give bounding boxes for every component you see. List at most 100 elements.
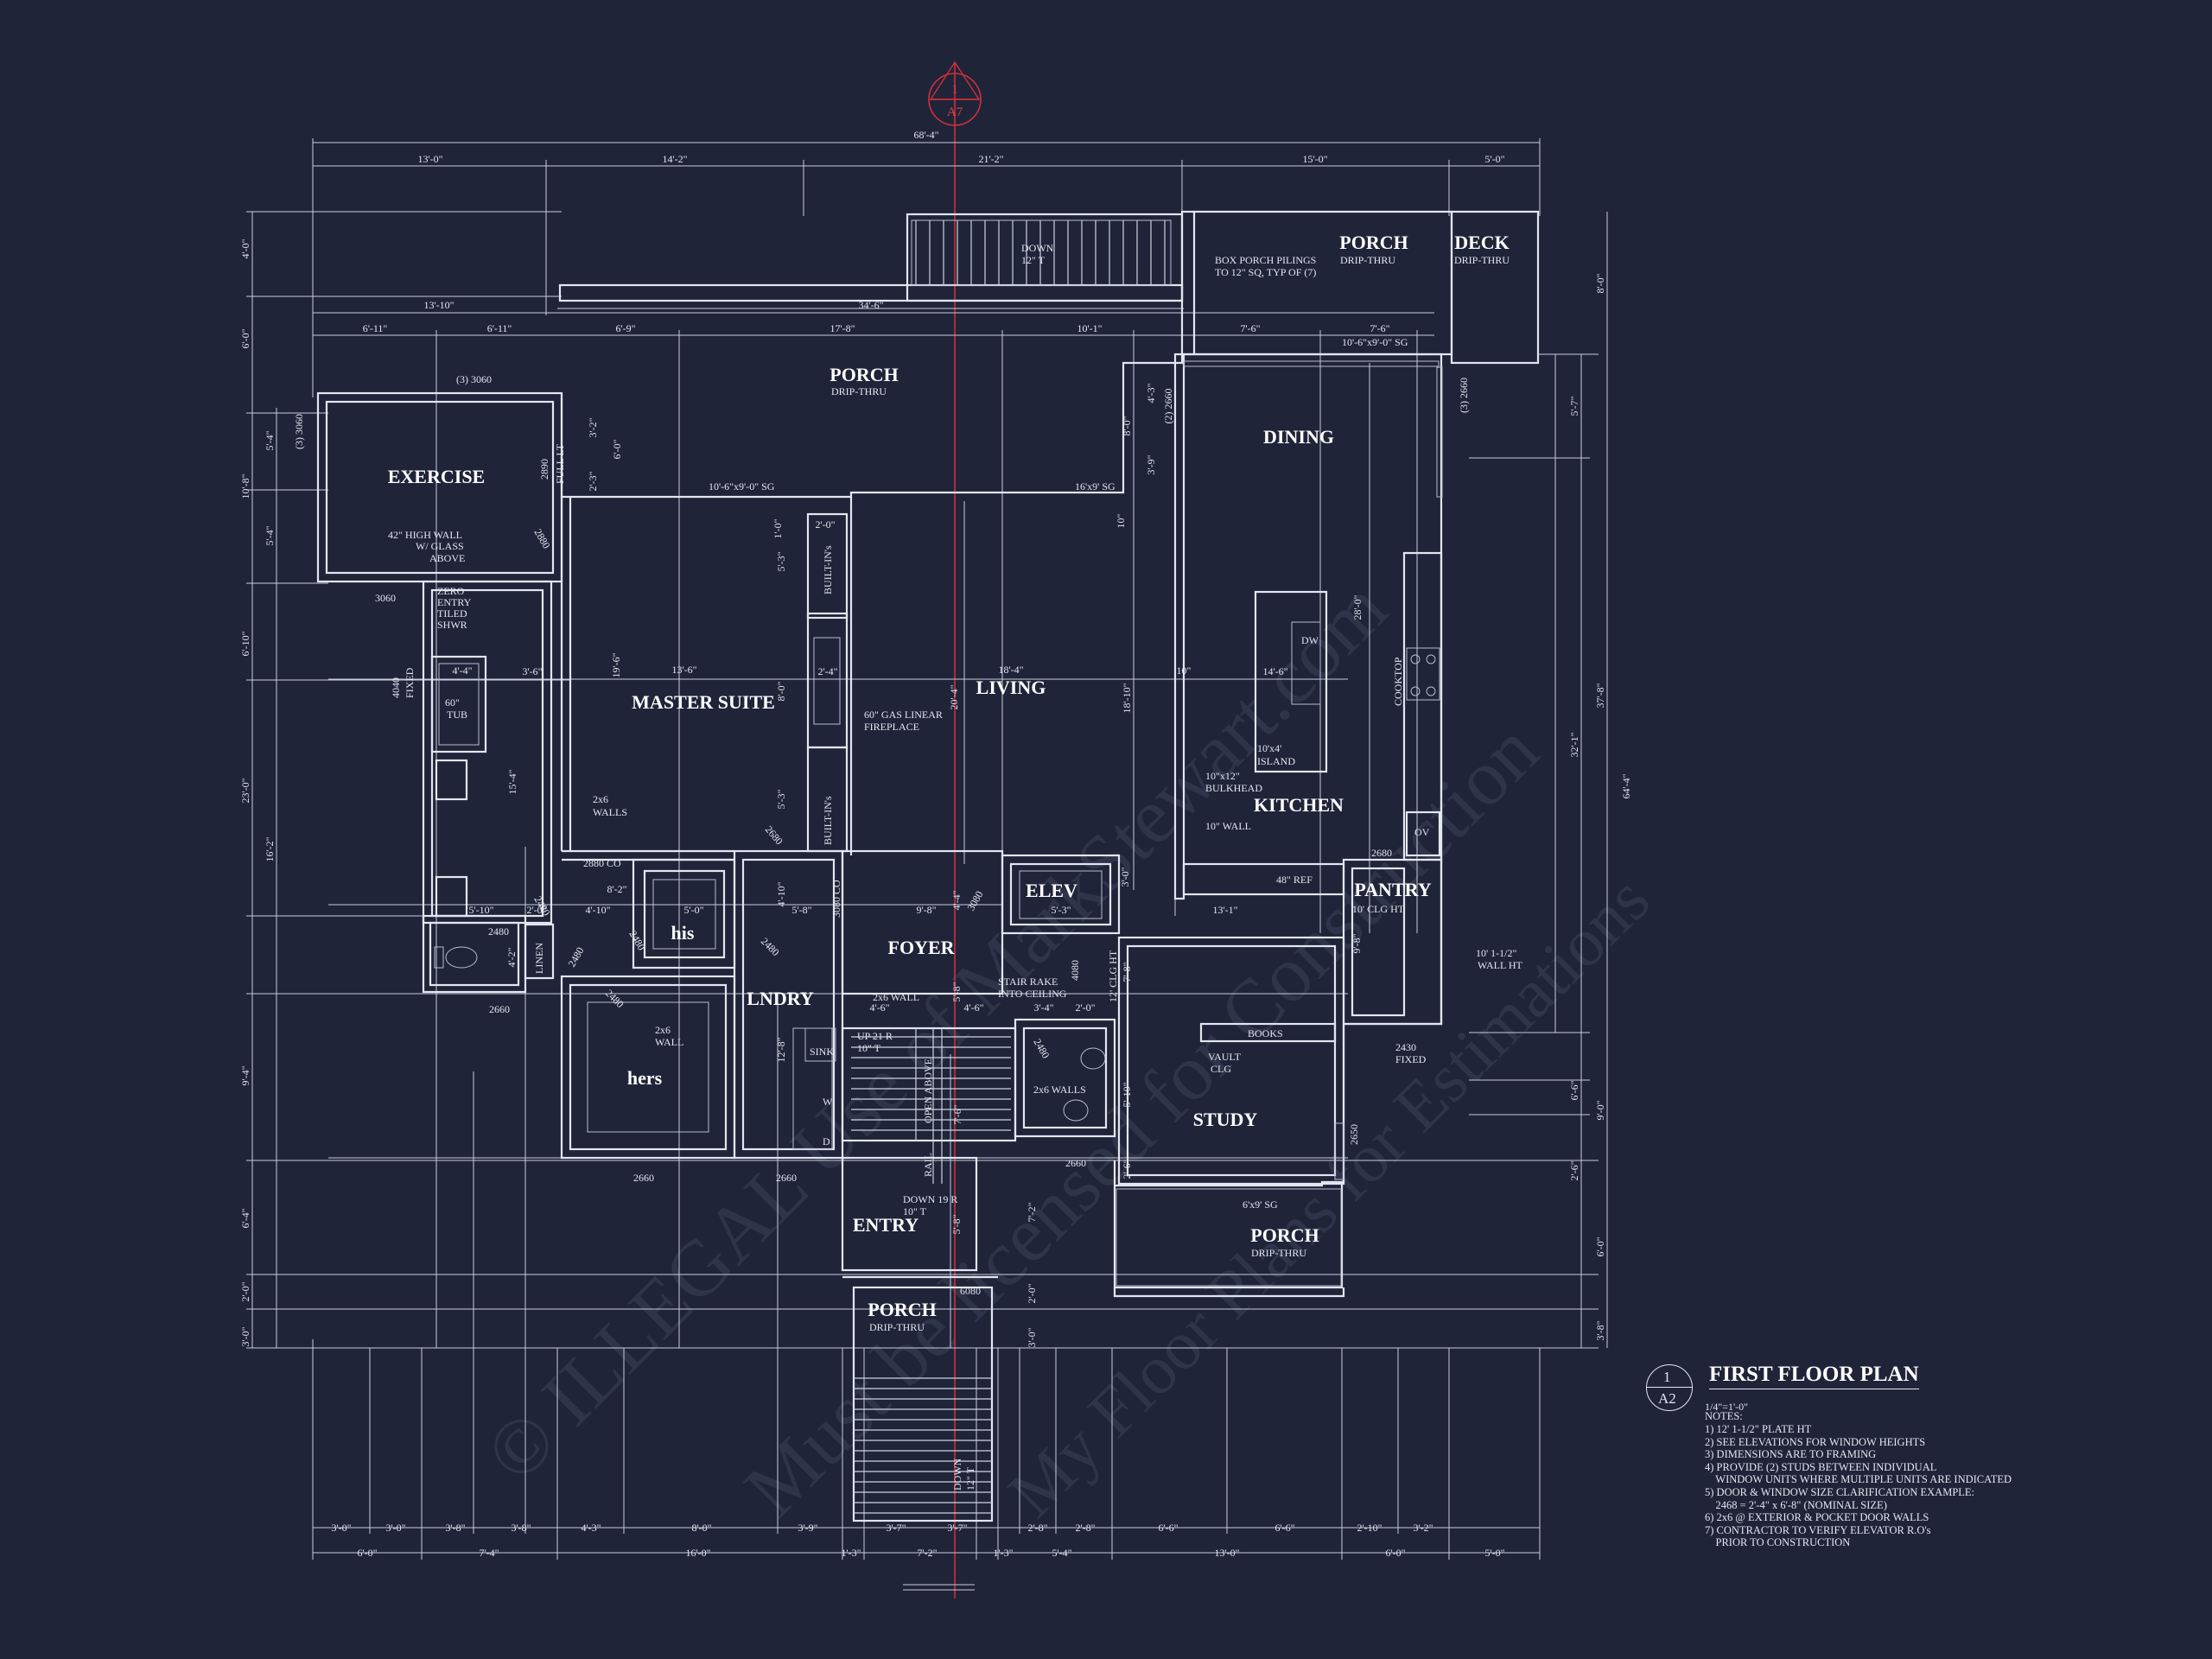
label-bulkhead-2: BULKHEAD (1205, 782, 1262, 794)
dim-his-510: 5'-10" (468, 904, 493, 916)
dim-lv-53b: 5'-3" (775, 789, 787, 809)
room-lndry: LNDRY (747, 988, 814, 1009)
label-vault-2: CLG (1211, 1063, 1231, 1075)
label-42-high-wall-2: W/ GLASS (416, 540, 464, 552)
label-open-above: OPEN ABOVE (922, 1058, 934, 1123)
room-porch-top-right: PORCH (1339, 232, 1408, 253)
label-down-12t-b: 12" T (1021, 254, 1046, 266)
walls (316, 210, 1540, 1522)
room-pantry-sub: 10' CLG HT (1352, 903, 1405, 915)
dim-bottom1-6: 8'-0" (691, 1522, 711, 1534)
dim-st-510: 5'-10" (1121, 1082, 1133, 1107)
room-foyer: FOYER (888, 937, 956, 958)
label-window-2660-b: 2660 (633, 1172, 654, 1184)
dim-bottom2-3: 16'-0" (685, 1547, 710, 1559)
room-porch-study: PORCH (1250, 1224, 1319, 1246)
detail-sheet: A2 (1658, 1390, 1676, 1407)
label-door-2480-e: 2480 (603, 987, 626, 1010)
room-deck: DECK (1454, 232, 1510, 253)
dim-left-9: 3'-0" (239, 1326, 251, 1346)
label-books: BOOKS (1248, 1027, 1283, 1039)
label-2x6-walls-2: WALLS (593, 806, 627, 818)
label-down-12t: DOWN (1021, 242, 1054, 254)
label-ov: OV (1414, 826, 1430, 838)
label-tub-1: 60" (445, 696, 460, 709)
label-42-high-wall-1: 42" HIGH WALL (388, 529, 462, 541)
dim-lv-204: 20'-4" (948, 684, 960, 709)
dim-top-1: 13'-0" (417, 153, 442, 165)
dim-left-inner-1: 5'-4" (264, 430, 276, 450)
dim-en-58: 5'-8" (950, 1214, 963, 1234)
dim-right-mid-2: 28'-0" (1351, 594, 1363, 620)
label-door-2480-d: 2480 (565, 945, 586, 969)
dim-ex-60: 6'-0" (611, 439, 623, 459)
dim-his-20: 2'-0" (526, 904, 546, 916)
room-study: STUDY (1193, 1109, 1258, 1130)
label-vault-1: VAULT (1208, 1051, 1242, 1063)
dim-bottom2-8: 13'-0" (1214, 1547, 1239, 1559)
label-window-2660-d: 2660 (1065, 1157, 1086, 1169)
label-window-3060: 3060 (375, 592, 396, 604)
drawing-scale: 1/4"=1'-0" (1705, 1401, 1749, 1413)
label-co-2880: 2880 CO (583, 857, 621, 869)
dimension-lines (246, 138, 1608, 1560)
dim-k-146: 14'-6" (1262, 665, 1287, 677)
dim-bottom2-1: 6'-0" (357, 1547, 377, 1559)
dim-overall-top: 68'-4" (913, 129, 938, 141)
dim-34-6: 34'-6" (858, 299, 883, 311)
room-labels: PORCH DRIP-THRU DECK DRIP-THRU PORCH DRI… (388, 232, 1510, 1333)
dim-his-82: 8'-2" (607, 883, 626, 895)
label-up-21r-1: UP 21 R (857, 1030, 893, 1042)
dim-k-10b: 10" (1115, 513, 1127, 528)
label-2430: 2430 (1395, 1041, 1416, 1053)
room-living: LIVING (976, 677, 1046, 698)
dim-left-4: 6'-10" (239, 631, 251, 656)
dim-right-inner-2: 37'-8" (1594, 683, 1606, 708)
dim-lv-53: 5'-3" (775, 551, 787, 571)
detail-bubble-divider (1646, 1387, 1693, 1388)
dim-left-5: 23'-0" (239, 778, 251, 803)
dim-tb-36: 3'-6" (522, 665, 542, 677)
dim-d-39: 3'-9" (1145, 454, 1157, 474)
dim-ft-410: 4'-10" (775, 881, 787, 906)
dim-st-20: 2'-0" (1075, 1001, 1095, 1014)
room-porch-entry: PORCH (868, 1299, 936, 1320)
label-door-4080: 4080 (1069, 960, 1081, 981)
dim-st-72: 7'-2" (1026, 1202, 1038, 1222)
dim-st-76: 7'-6" (951, 1104, 963, 1124)
dim-left-8: 2'-0" (239, 1281, 251, 1301)
dim-lv-24: 2'-4" (817, 665, 837, 677)
label-sg-dining: 10'-6"x9'-0" SG (1342, 336, 1408, 348)
label-door-2680-b: 2680 (763, 823, 785, 847)
dim-bottom2-5: 7'-2" (917, 1547, 937, 1559)
label-zero-2: ENTRY (437, 596, 472, 608)
dim-top-5: 5'-0" (1484, 153, 1504, 165)
label-co-3080: 3080 CO (830, 880, 842, 918)
note-2: 2) SEE ELEVATIONS FOR WINDOW HEIGHTS (1705, 1435, 1926, 1448)
label-washer: W (823, 1096, 833, 1108)
label-door-2480-g: 2480 (1031, 1037, 1052, 1061)
dim-his-42: 4'-2" (505, 947, 518, 967)
dim-top-3: 21'-2" (978, 153, 1003, 165)
label-builtins-bottom: BUILT-IN's (822, 796, 834, 845)
notes-heading: NOTES: (1705, 1410, 1743, 1422)
label-sg-study: 6'x9' SG (1243, 1198, 1278, 1211)
label-stair-rake-1: STAIR RAKE (998, 976, 1058, 988)
dim-right-inner-5: 2'-6" (1568, 1160, 1580, 1180)
dim-b-6: 7'-6" (1240, 322, 1260, 334)
label-door-6080: 6080 (960, 1285, 981, 1297)
note-5-cont: 2468 = 2'-4" x 6'-8" (NOMINAL SIZE) (1705, 1498, 1887, 1511)
dim-right-inner-6: 6'-0" (1594, 1236, 1606, 1256)
dim-bottom1-12: 6'-6" (1158, 1522, 1178, 1534)
dim-bottom1-1: 3'-0" (331, 1522, 351, 1534)
label-tub-2: TUB (447, 709, 467, 721)
label-window-2660-c: 2660 (776, 1172, 797, 1184)
dim-right-inner-7: 3'-8" (1594, 1320, 1606, 1340)
dim-ms-154: 15'-4" (506, 769, 518, 794)
dim-right-inner-1: 5'-7" (1568, 396, 1580, 416)
label-box-porch-1: BOX PORCH PILINGS (1215, 254, 1316, 266)
note-7-cont: PRIOR TO CONSTRUCTION (1705, 1536, 1851, 1549)
dim-k-10: 10" (1177, 664, 1192, 677)
room-elev: ELEV (1026, 880, 1077, 901)
label-zero-1: ZERO (437, 585, 465, 597)
